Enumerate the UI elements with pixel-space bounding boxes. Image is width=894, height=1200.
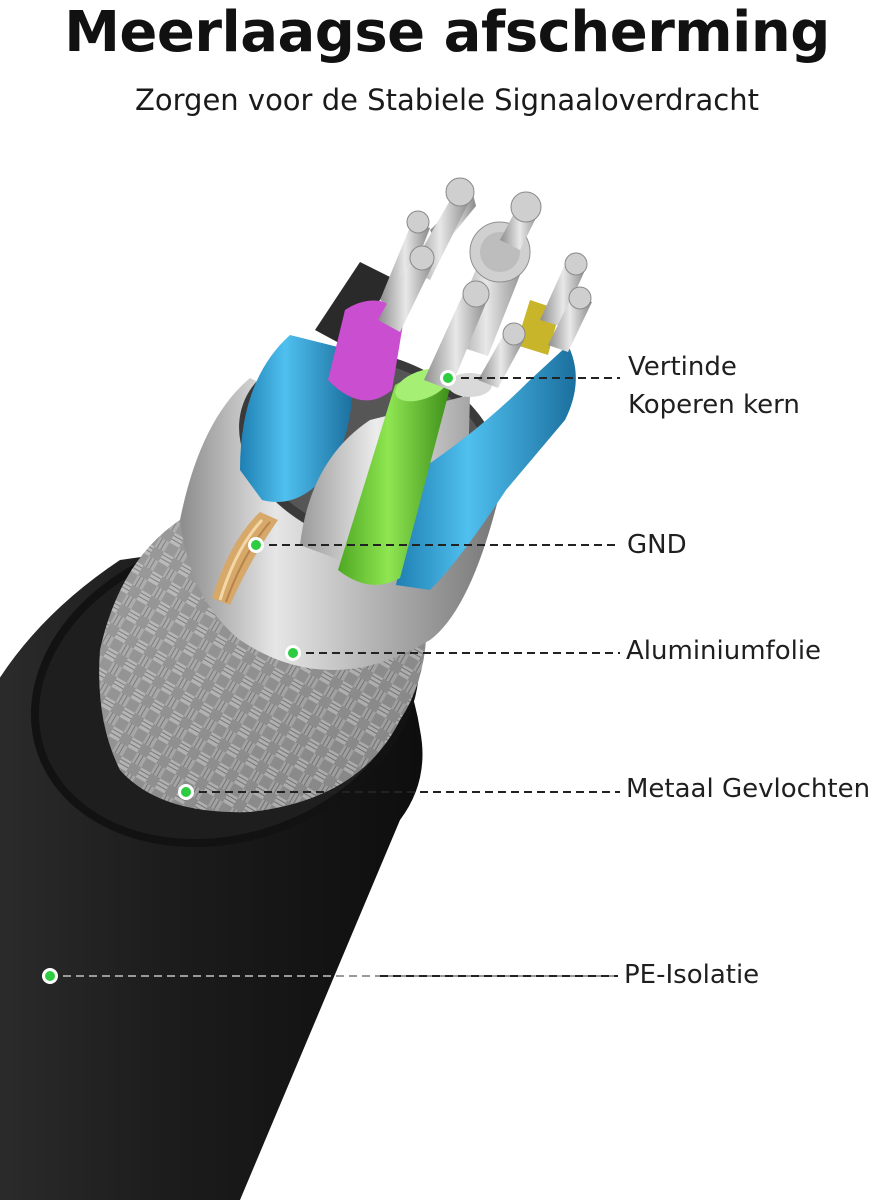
marker-dot — [181, 787, 191, 797]
marker-dot — [251, 540, 261, 550]
page-subtitle: Zorgen voor de Stabiele Signaaloverdrach… — [135, 83, 759, 117]
leader-copper — [440, 370, 620, 386]
leader-pe — [42, 968, 618, 984]
callout-label-pe-insulation: PE-Isolatie — [624, 960, 760, 990]
callout-label-gnd: GND — [627, 530, 687, 560]
marker-dot — [443, 373, 453, 383]
marker-dot — [45, 971, 55, 981]
leader-gnd — [248, 537, 620, 553]
inner-wires — [240, 262, 576, 590]
marker-dot — [288, 648, 298, 658]
leader-braid — [178, 784, 620, 800]
gnd-wire — [212, 512, 278, 605]
leader-foil — [285, 645, 620, 661]
callout-label-aluminium-foil: Aluminiumfolie — [626, 636, 822, 666]
callout-label-copper-core: Vertinde Koperen kern — [628, 352, 800, 420]
tinned-copper-strands — [378, 177, 592, 390]
callout-label-metal-braid: Metaal Gevlochten — [626, 774, 871, 804]
page-title: Meerlaagse afscherming — [64, 0, 830, 65]
